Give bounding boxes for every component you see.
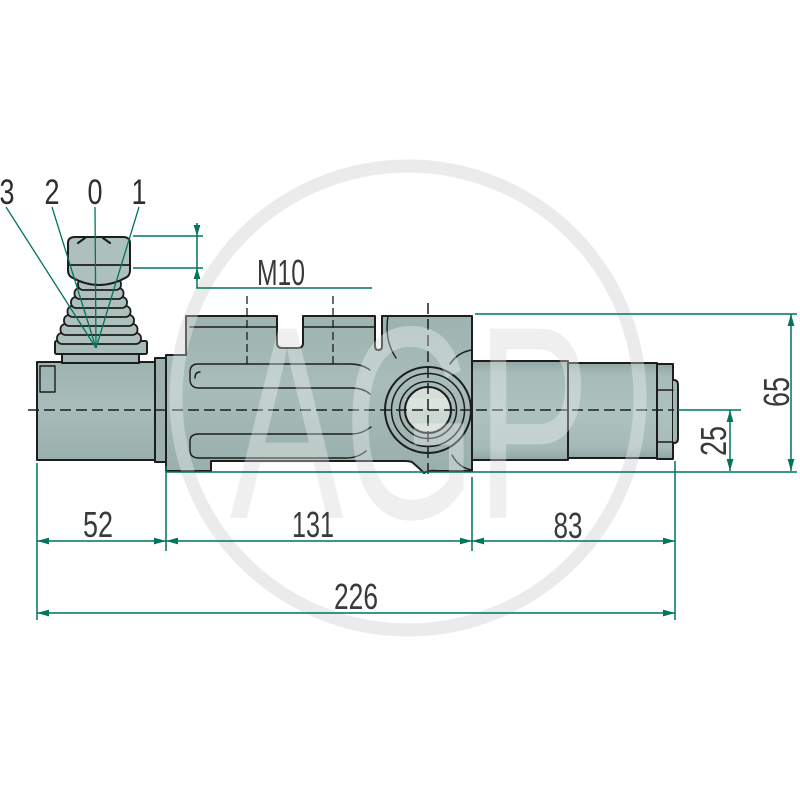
dimension-labels: 52 131 83 226 65 25 M10 [83, 252, 797, 617]
lever-knob [67, 236, 131, 286]
arrow [166, 537, 178, 545]
arrow [726, 410, 734, 422]
end-cap-lines [656, 389, 674, 443]
end-cap-plug [672, 379, 679, 444]
knob-grip-marks [76, 236, 112, 245]
boss-fairing-top-right [449, 349, 473, 365]
thread-label-m10: M10 [257, 252, 305, 293]
position-label-1: 1 [132, 173, 147, 212]
watermark-overlay: AGP [169, 159, 647, 637]
arrow [726, 459, 734, 471]
arrow [37, 609, 49, 617]
lever-housing-detail [39, 365, 56, 393]
lever-position-labels: 3 2 0 1 [0, 173, 147, 212]
position-label-2: 2 [45, 173, 60, 212]
end-cap-body [656, 363, 674, 460]
dimension-lines [5, 206, 797, 620]
boss-fairing-top-left [386, 315, 397, 359]
watermark-text-overlay: AGP [230, 270, 590, 577]
arrow [787, 314, 795, 326]
watermark-circle-overlay [169, 159, 647, 637]
arrow [154, 537, 166, 545]
dim-226: 226 [334, 576, 378, 617]
dim-131: 131 [292, 504, 334, 545]
position-label-3: 3 [0, 173, 15, 212]
m10-extension-lines [133, 235, 203, 269]
arrow [37, 537, 49, 545]
arrow [193, 225, 201, 236]
arrow [193, 268, 201, 279]
upper-channel [189, 363, 371, 395]
body-internal-contours [189, 315, 473, 471]
centerlines [28, 296, 674, 478]
position-label-0: 0 [88, 173, 103, 212]
cylinder-section-1 [471, 360, 569, 461]
arrow [460, 537, 472, 545]
lower-channel [189, 426, 372, 459]
arrow [787, 459, 795, 471]
dim-83: 83 [554, 505, 583, 546]
dim-65: 65 [756, 377, 797, 407]
arrow [663, 609, 675, 617]
end-cap [656, 363, 679, 460]
dimension-arrows [37, 225, 795, 617]
dim-52: 52 [83, 504, 113, 545]
dim-25: 25 [693, 426, 734, 456]
position-leader-lines [5, 206, 140, 349]
m10-leader-line [196, 223, 372, 289]
arrow [663, 537, 675, 545]
arrow [472, 537, 484, 545]
boss-fairing-bottom-right [451, 454, 473, 471]
knob-body [67, 236, 131, 286]
upper-channel-inner-corner [194, 371, 201, 379]
